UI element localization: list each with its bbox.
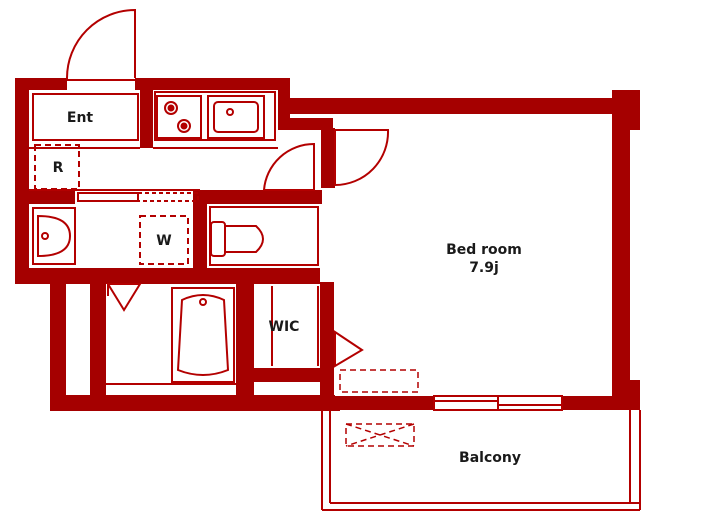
bedroom-door-swing-icon [334, 129, 390, 187]
bath-door-triangle-icon [106, 283, 142, 312]
entrance-label: Ent [67, 110, 94, 126]
fixtures [29, 91, 641, 511]
closet-label: WIC [269, 319, 300, 335]
refrigerator-space [34, 144, 80, 190]
wic-door-triangle-icon [334, 330, 364, 368]
entrance-door-swing-icon [66, 8, 136, 80]
washer-space [139, 215, 189, 265]
bedroom-name-label: Bed room [446, 242, 522, 258]
door-markers [106, 283, 364, 368]
toilet-door-swing-icon [262, 142, 315, 191]
balcony-label: Balcony [459, 450, 521, 466]
refrigerator-label: R [53, 160, 64, 176]
bathtub-icon [171, 287, 235, 383]
sliding-window-icon [433, 395, 563, 411]
walls [15, 78, 640, 411]
ac-outdoor-unit-icon [345, 423, 415, 447]
washer-label: W [156, 233, 171, 249]
toilet-icon [210, 221, 264, 257]
washbasin-icon [32, 207, 76, 265]
stove-icon [156, 95, 202, 139]
kitchen-sink-icon [207, 95, 265, 139]
bedroom-size-label: 7.9j [469, 260, 499, 276]
door-swings [66, 8, 390, 191]
